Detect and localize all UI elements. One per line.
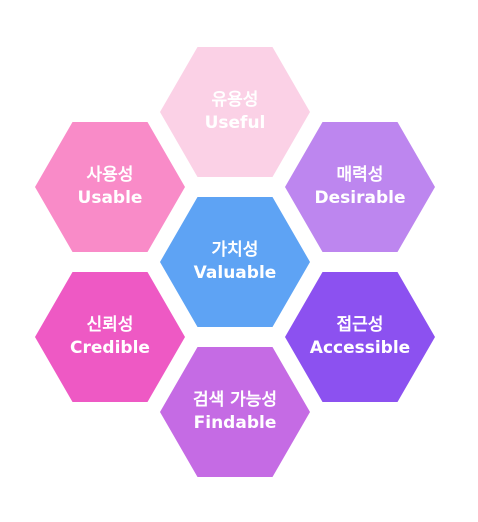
hexagon-valuable-korean-label: 가치성 (211, 240, 259, 261)
hexagon-desirable-english-label: Desirable (314, 188, 406, 208)
hexagon-usable: 사용성 Usable (35, 122, 185, 252)
hexagon-credible: 신뢰성 Credible (35, 272, 185, 402)
hexagon-credible-english-label: Credible (70, 338, 150, 358)
hexagon-usable-english-label: Usable (77, 188, 143, 208)
hexagon-valuable: 가치성 Valuable (160, 197, 310, 327)
hexagon-desirable-korean-label: 매력성 (336, 165, 384, 186)
hexagon-findable-english-label: Findable (193, 413, 277, 433)
hexagon-credible-korean-label: 신뢰성 (86, 315, 134, 336)
hexagon-findable: 검색 가능성 Findable (160, 347, 310, 477)
hexagon-desirable: 매력성 Desirable (285, 122, 435, 252)
hexagon-findable-korean-label: 검색 가능성 (192, 390, 278, 411)
hexagon-useful: 유용성 Useful (160, 47, 310, 177)
hexagon-accessible-english-label: Accessible (309, 338, 411, 358)
hexagon-useful-korean-label: 유용성 (211, 90, 259, 111)
hexagon-usable-korean-label: 사용성 (86, 165, 134, 186)
hexagon-accessible-korean-label: 접근성 (336, 315, 384, 336)
hexagon-useful-english-label: Useful (204, 113, 266, 133)
hexagon-valuable-english-label: Valuable (193, 263, 277, 283)
hexagon-accessible: 접근성 Accessible (285, 272, 435, 402)
